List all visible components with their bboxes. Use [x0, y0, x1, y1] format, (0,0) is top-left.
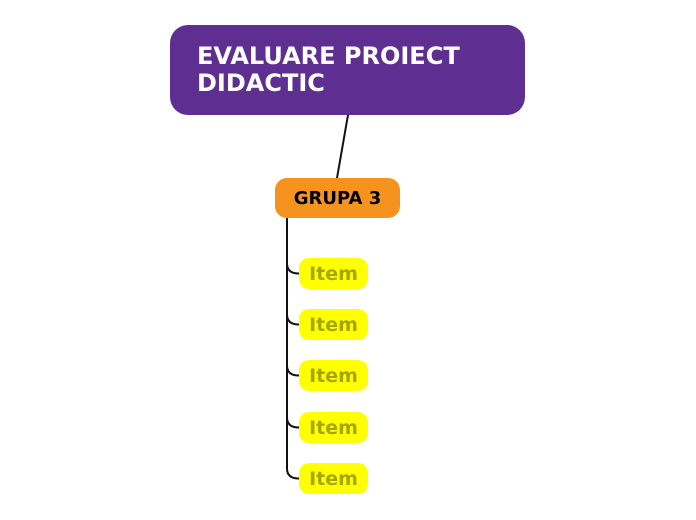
branch-connector-item-4 — [286, 416, 300, 429]
item-node-2[interactable]: Item — [299, 309, 368, 340]
root-to-group-connector — [336, 114, 349, 179]
branch-connector-item-3 — [286, 364, 300, 377]
group-topic-label: GRUPA 3 — [293, 187, 382, 209]
root-topic-node[interactable]: EVALUARE PROIECT DIDACTIC — [170, 25, 525, 115]
item-node-4[interactable]: Item — [299, 412, 368, 443]
item-label: Item — [309, 364, 358, 387]
branch-connector-item-1 — [286, 262, 300, 275]
item-node-5[interactable]: Item — [299, 463, 368, 494]
branch-connector-item-2 — [286, 313, 300, 326]
item-label: Item — [309, 416, 358, 439]
root-topic-label: EVALUARE PROIECT DIDACTIC — [197, 42, 460, 97]
group-topic-node[interactable]: GRUPA 3 — [275, 178, 400, 218]
item-node-1[interactable]: Item — [299, 258, 368, 289]
item-label: Item — [309, 313, 358, 336]
group-trunk-connector — [286, 217, 300, 480]
item-node-3[interactable]: Item — [299, 360, 368, 391]
item-label: Item — [309, 262, 358, 285]
item-label: Item — [309, 467, 358, 490]
